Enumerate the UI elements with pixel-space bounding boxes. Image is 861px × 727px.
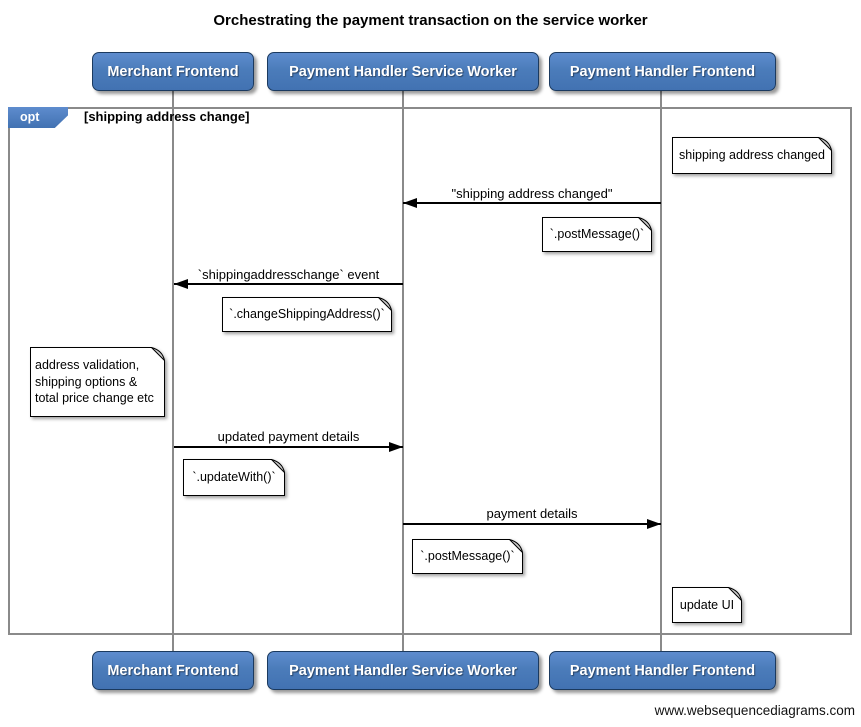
- note: address validation, shipping options & t…: [30, 347, 165, 417]
- message-line: [174, 446, 403, 448]
- arrowhead-right-icon: [647, 519, 661, 529]
- note-shape: [672, 137, 832, 174]
- note-text: `.postMessage()`: [420, 549, 515, 564]
- message-label: payment details: [486, 506, 578, 521]
- actor-top-merchant-frontend: Merchant Frontend: [92, 52, 254, 91]
- note-shape: [30, 347, 165, 417]
- lifeline-payment-handler-frontend: [660, 91, 662, 651]
- note: `.postMessage()`: [542, 217, 652, 252]
- arrowhead-right-icon: [389, 442, 403, 452]
- note-text: shipping address changed: [679, 148, 825, 163]
- actor-bottom-merchant-frontend: Merchant Frontend: [92, 651, 254, 690]
- lifeline-payment-handler-service-worker: [402, 91, 404, 651]
- message-label: "shipping address changed": [451, 186, 613, 201]
- message-label: updated payment details: [217, 429, 360, 444]
- page-title: Orchestrating the payment transaction on…: [213, 12, 648, 29]
- message-line: [403, 523, 661, 525]
- note: `.updateWith()`: [183, 459, 285, 496]
- note: update UI: [672, 587, 742, 623]
- note-text: `.postMessage()`: [549, 227, 645, 242]
- arrowhead-left-icon: [403, 198, 417, 208]
- actor-top-payment-handler-service-worker: Payment Handler Service Worker: [267, 52, 539, 91]
- arrowhead-left-icon: [174, 279, 188, 289]
- actor-bottom-payment-handler-frontend: Payment Handler Frontend: [549, 651, 776, 690]
- note-shape: [542, 217, 652, 252]
- actor-top-payment-handler-frontend: Payment Handler Frontend: [549, 52, 776, 91]
- note: `.postMessage()`: [412, 539, 523, 574]
- note-shape: [222, 297, 392, 332]
- footer-watermark: www.websequencediagrams.com: [654, 703, 855, 718]
- opt-frame: [8, 107, 852, 635]
- note-shape: [672, 587, 742, 623]
- note-text: `.changeShippingAddress()`: [229, 307, 385, 322]
- message-line: [174, 283, 403, 285]
- note: `.changeShippingAddress()`: [222, 297, 392, 332]
- message-label: `shippingaddresschange` event: [197, 267, 380, 282]
- message-line: [403, 202, 661, 204]
- opt-tab: opt: [8, 107, 68, 128]
- note-text: update UI: [679, 597, 735, 612]
- actor-bottom-payment-handler-service-worker: Payment Handler Service Worker: [267, 651, 539, 690]
- note-text: `.updateWith()`: [192, 470, 276, 485]
- note-shape: [412, 539, 523, 574]
- note-text: address validation, shipping options & t…: [35, 357, 154, 406]
- note-shape: [183, 459, 285, 496]
- note: shipping address changed: [672, 137, 832, 174]
- opt-condition: [shipping address change]: [84, 109, 250, 124]
- lifeline-merchant-frontend: [172, 91, 174, 651]
